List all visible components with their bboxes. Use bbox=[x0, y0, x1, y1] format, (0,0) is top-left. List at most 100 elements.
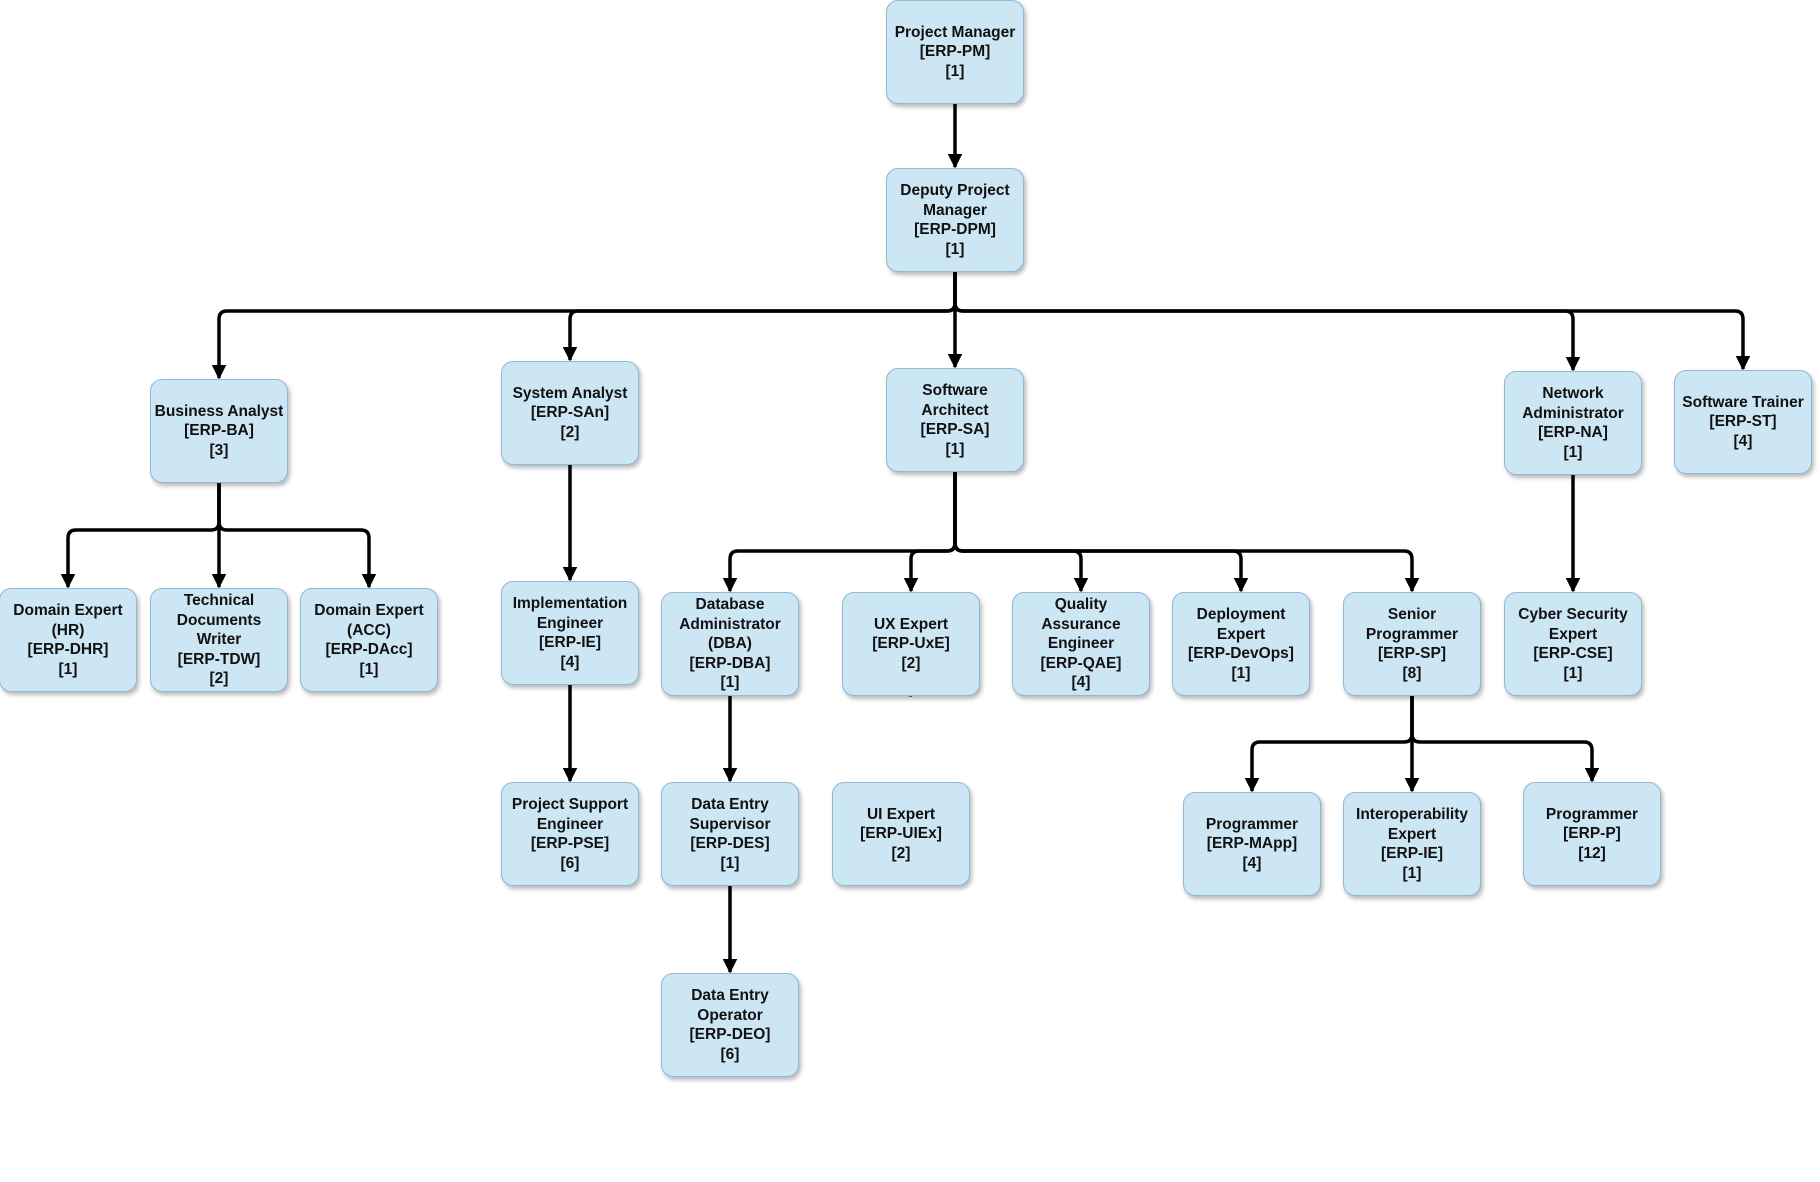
role-text-line: [ERP-MApp] bbox=[1206, 835, 1298, 853]
role-text-line: [ERP-DPM] bbox=[914, 221, 996, 238]
role-text-line: [ERP-UIEx] bbox=[860, 825, 942, 843]
role-text-line: [6] bbox=[720, 1045, 740, 1063]
role-text-line: [6] bbox=[560, 854, 580, 872]
role-text-line: [1] bbox=[1563, 443, 1583, 461]
role-text-line: Expert bbox=[1548, 625, 1598, 643]
role-text-line: [ERP-NA] bbox=[1538, 424, 1608, 441]
role-box-pm: Project Manager [ERP-PM][1] bbox=[886, 0, 1024, 104]
role-text-line: [ERP-CSE] bbox=[1533, 645, 1613, 662]
role-text-line: [ERP-ST] bbox=[1709, 413, 1777, 431]
role-text-line: [8] bbox=[1402, 664, 1422, 682]
role-text-line: Expert bbox=[1387, 825, 1437, 843]
role-text-line: [ERP-TDW] bbox=[177, 650, 261, 668]
role-text-line: Software Trainer bbox=[1682, 393, 1804, 411]
connector-sp-to-prog bbox=[1410, 696, 1600, 783]
role-text-line: [1] bbox=[1402, 864, 1422, 882]
role-text-line: (HR) bbox=[51, 621, 85, 639]
role-box-prog: Programmer[ERP-P][12] bbox=[1523, 782, 1661, 886]
role-text-line: [ERP-DevOps] bbox=[1188, 645, 1294, 662]
role-text-line: [ERP-PM] bbox=[919, 43, 991, 61]
role-text-line: [1] bbox=[1563, 664, 1583, 682]
role-text-line: [4] bbox=[1733, 432, 1753, 450]
role-text-line: [3] bbox=[209, 441, 229, 459]
role-text-line: UX Expert bbox=[873, 615, 949, 633]
role-text-line: Deployment bbox=[1196, 606, 1286, 623]
connector-dpm-to-na bbox=[953, 272, 1581, 372]
role-text-line: Senior bbox=[1387, 606, 1437, 623]
role-text-line: Cyber Security bbox=[1518, 606, 1628, 623]
role-text-line: [4] bbox=[1071, 674, 1091, 692]
role-text-line: Engineer bbox=[536, 614, 604, 632]
role-text-line: Deputy Project bbox=[900, 182, 1010, 199]
role-text-line: [ERP-IE] bbox=[539, 634, 601, 651]
role-text-line: Technical bbox=[183, 592, 255, 610]
role-text-line: [ERP-DEO] bbox=[689, 1026, 771, 1043]
role-text-line: [1] bbox=[945, 240, 965, 258]
role-text-line: Implementation bbox=[512, 595, 628, 612]
role-text-line: [1] bbox=[58, 660, 78, 678]
role-box-san: System Analyst [ERP-SAn][2] bbox=[501, 361, 639, 465]
role-text-line: Architect bbox=[921, 401, 989, 419]
role-text-line: Project Support bbox=[511, 796, 629, 813]
role-text-line: [ERP-DES] bbox=[690, 835, 770, 852]
connector-dpm-to-san bbox=[562, 272, 957, 362]
role-box-dacc: Domain Expert(ACC)[ERP-DAcc][1] bbox=[300, 588, 438, 692]
role-box-uie: UI Expert [ERP-UIEx][2] bbox=[832, 782, 970, 886]
role-text-line: [1] bbox=[720, 674, 740, 692]
role-text-line: [ERP-DBA] bbox=[689, 654, 771, 672]
role-text-line: [ERP-SP] bbox=[1377, 645, 1447, 662]
role-text-line: [ERP-SAn] bbox=[530, 404, 610, 422]
role-text-line: [ERP-DHR] bbox=[27, 641, 109, 658]
role-text-line: [ERP-BA] bbox=[184, 422, 254, 440]
role-text-line: [1] bbox=[945, 440, 965, 458]
role-text-line: Data Entry bbox=[691, 987, 769, 1004]
connector-sa-to-uxe bbox=[903, 472, 957, 593]
role-text-line: [2] bbox=[901, 654, 921, 672]
role-text-line: Programmer bbox=[1205, 815, 1299, 833]
connector-sa-to-qae bbox=[953, 472, 1089, 593]
role-text-line: [2] bbox=[560, 423, 580, 441]
role-text-line: [1] bbox=[945, 62, 965, 80]
role-text-line: [ERP-SA] bbox=[920, 421, 990, 438]
role-text-line: [ERP-UxE] bbox=[872, 635, 950, 653]
role-text-line: Supervisor bbox=[689, 815, 771, 833]
role-text-line: Interoperability bbox=[1356, 806, 1468, 823]
role-text-line: (DBA) bbox=[708, 635, 752, 653]
role-text-line: [1] bbox=[359, 660, 379, 678]
role-text-line: UI Expert bbox=[866, 805, 936, 823]
connector-dpm-to-st bbox=[953, 272, 1751, 371]
role-text-line: [ERP-PSE] bbox=[530, 835, 610, 852]
role-box-dhr: Domain Expert(HR)[ERP-DHR][1] bbox=[0, 588, 137, 692]
role-text-line: Operator bbox=[697, 1006, 763, 1024]
role-text-line: Expert bbox=[1216, 625, 1266, 643]
connector-ba-to-dacc bbox=[217, 483, 377, 589]
role-text-line: Manager bbox=[923, 201, 987, 219]
role-text-line: Data Entry bbox=[691, 796, 769, 813]
connector-sa-to-sp bbox=[953, 472, 1420, 593]
role-text-line: Domain Expert bbox=[314, 602, 424, 619]
role-text-line: [4] bbox=[1242, 854, 1262, 872]
role-text-line: Project Manager bbox=[894, 23, 1016, 41]
connector-sa-to-devops bbox=[953, 472, 1249, 593]
role-text-line: [ERP-QAE] bbox=[1040, 654, 1122, 672]
role-text-line: [2] bbox=[891, 844, 911, 862]
role-text-line: System Analyst bbox=[512, 384, 628, 402]
role-text-line: Business Analyst bbox=[154, 402, 284, 420]
role-text-line: Database bbox=[695, 596, 765, 614]
role-text-line: Quality bbox=[1054, 596, 1108, 614]
role-text-line: Engineer bbox=[1047, 635, 1115, 653]
role-text-line: Engineer bbox=[536, 815, 604, 833]
role-text-line: Network bbox=[1542, 385, 1604, 402]
